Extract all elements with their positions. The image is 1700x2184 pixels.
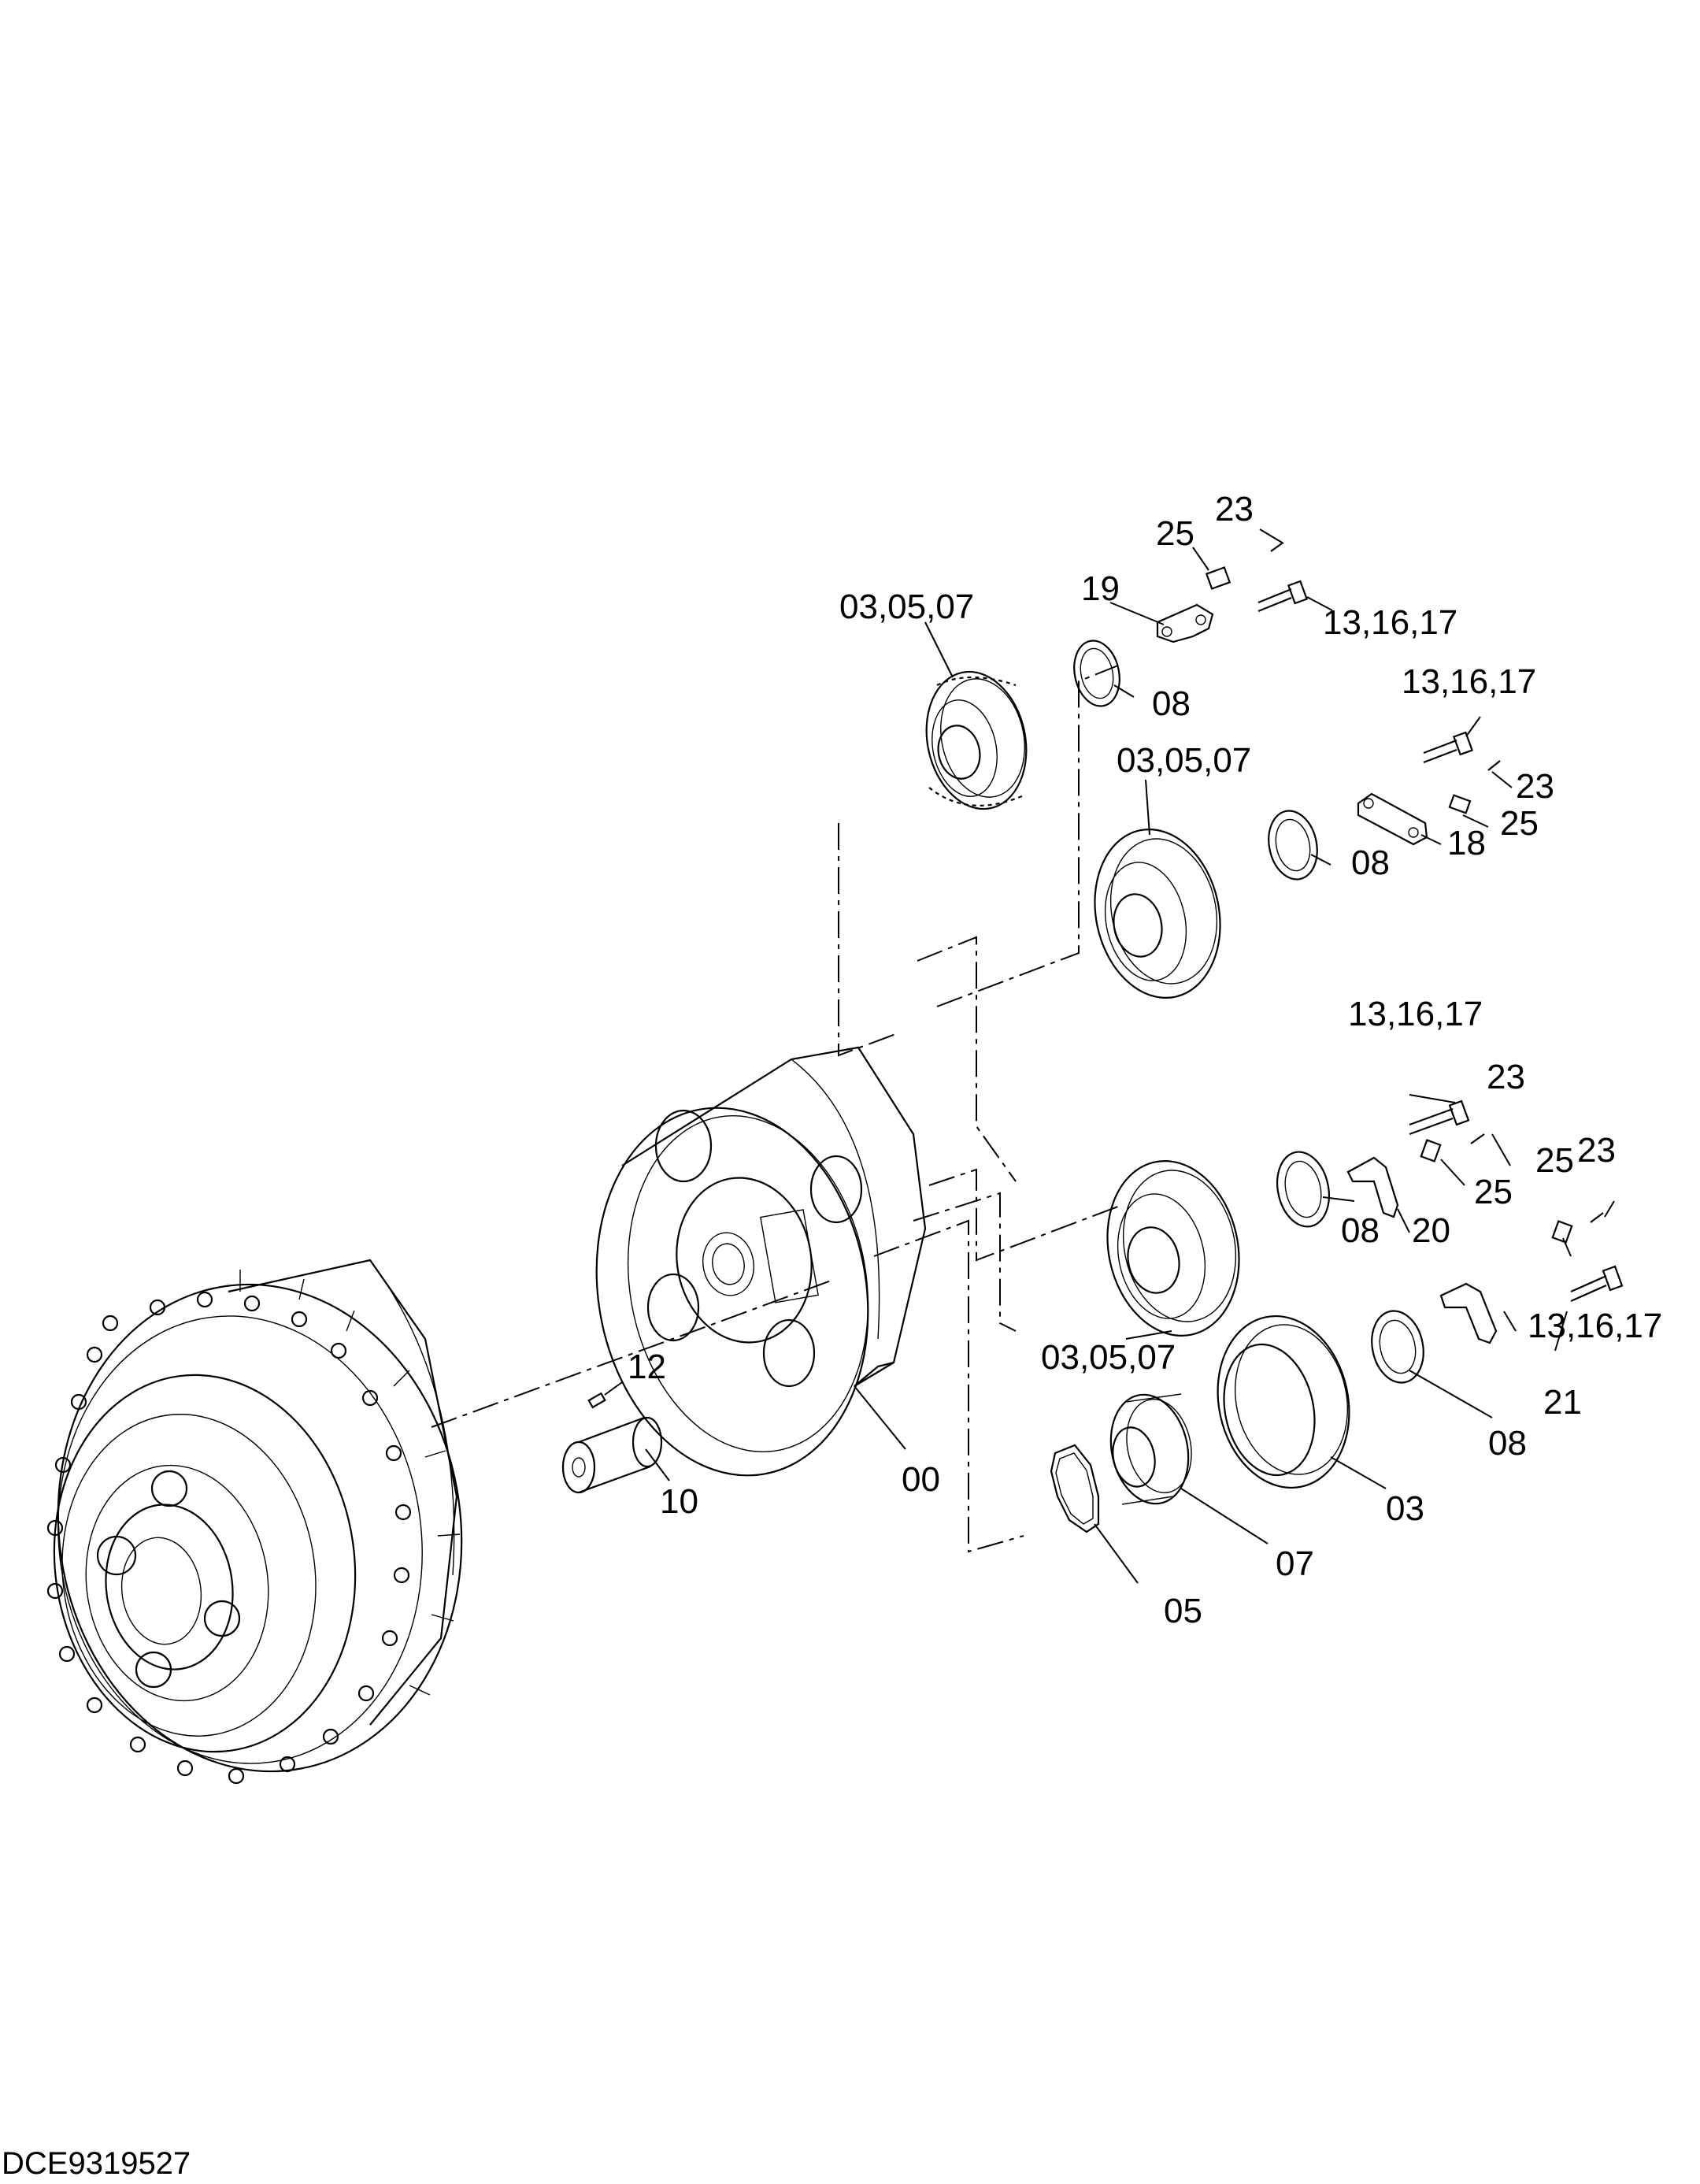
callout-21: 21 xyxy=(1543,1383,1582,1422)
callout-08: 08 xyxy=(1341,1211,1380,1250)
thrust-washer-middle xyxy=(1268,810,1318,881)
callout-25: 25 xyxy=(1500,804,1539,843)
lock-25-lower xyxy=(1420,1139,1442,1162)
key-part xyxy=(587,1392,606,1409)
callout-25: 25 xyxy=(1535,1141,1574,1180)
planet-gear-upper xyxy=(925,670,1028,810)
lock-25-upper xyxy=(1205,566,1231,590)
callout-23: 23 xyxy=(1487,1058,1525,1096)
callout-07: 07 xyxy=(1276,1544,1314,1583)
callout-13-16-17: 13,16,17 xyxy=(1323,603,1457,642)
thrust-washer-03 xyxy=(1371,1310,1424,1384)
thrust-washer-upper xyxy=(1073,640,1120,707)
plate-20 xyxy=(1346,1156,1399,1218)
callout-23: 23 xyxy=(1577,1131,1616,1170)
callout-13-16-17: 13,16,17 xyxy=(1348,995,1483,1033)
planet-gear-lower xyxy=(1106,1160,1240,1337)
callout-25: 25 xyxy=(1156,514,1194,553)
callout-18: 18 xyxy=(1447,824,1486,862)
planet-gear-03 xyxy=(1217,1314,1350,1489)
callout-00: 00 xyxy=(902,1460,940,1499)
screw-23-middle xyxy=(1487,760,1501,771)
planet-carrier-part xyxy=(595,1046,927,1477)
plate-21 xyxy=(1439,1282,1498,1344)
callout-labels: 23 25 19 13,16,17 03,05,07 08 13,16,17 0… xyxy=(628,490,1662,1630)
planet-gear-middle xyxy=(1094,829,1221,999)
screw-23-upper xyxy=(1270,543,1283,552)
callout-23: 23 xyxy=(1516,767,1554,806)
callout-12: 12 xyxy=(628,1348,666,1386)
bolt-upper xyxy=(1257,580,1309,613)
snap-ring-05 xyxy=(1050,1444,1100,1533)
drawing-code: DCE9319527 xyxy=(2,2146,191,2181)
callout-23: 23 xyxy=(1215,490,1254,528)
planet-pin-part xyxy=(561,1416,663,1494)
callout-03: 03 xyxy=(1386,1489,1424,1528)
lock-25-middle xyxy=(1448,794,1472,814)
callout-08: 08 xyxy=(1152,684,1191,723)
callout-03-05-07: 03,05,07 xyxy=(1117,741,1251,780)
screw-23-lower xyxy=(1470,1133,1485,1144)
screw-23-21 xyxy=(1590,1212,1604,1223)
final-drive-housing-part xyxy=(46,1259,463,1785)
bearing-07 xyxy=(1109,1393,1192,1505)
callout-13-16-17: 13,16,17 xyxy=(1528,1307,1662,1345)
callout-13-16-17: 13,16,17 xyxy=(1402,662,1536,701)
lock-25-21 xyxy=(1551,1220,1573,1244)
plate-19 xyxy=(1156,603,1214,643)
callout-08: 08 xyxy=(1488,1424,1527,1463)
plate-18 xyxy=(1357,792,1428,846)
callout-19: 19 xyxy=(1081,569,1120,608)
callout-10: 10 xyxy=(660,1482,698,1521)
callout-03-05-07: 03,05,07 xyxy=(839,588,974,626)
callout-20: 20 xyxy=(1412,1211,1450,1250)
callout-03-05-07: 03,05,07 xyxy=(1041,1338,1176,1377)
callout-25: 25 xyxy=(1474,1173,1513,1211)
bolt-21 xyxy=(1570,1265,1624,1303)
assembly-centerlines xyxy=(431,665,1123,1553)
callout-08: 08 xyxy=(1351,844,1390,882)
bolt-middle xyxy=(1423,731,1474,764)
leader-lines xyxy=(604,528,1615,1584)
thrust-washer-lower xyxy=(1276,1151,1330,1228)
bolt-lower-right xyxy=(1409,1099,1470,1136)
callout-05: 05 xyxy=(1164,1592,1202,1630)
